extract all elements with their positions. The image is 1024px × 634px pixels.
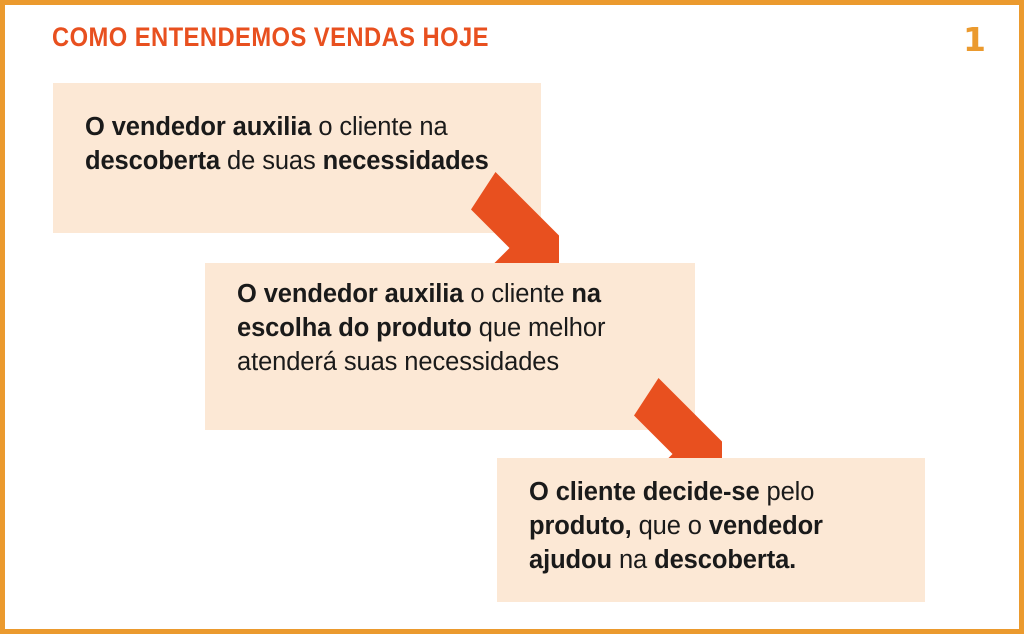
flow-step-3-text: O cliente decide-se pelo produto, que o … [529, 478, 823, 574]
flow-step-2-text: O vendedor auxilia o cliente na escolha … [237, 280, 606, 376]
flow-step-2: O vendedor auxilia o cliente na escolha … [205, 263, 695, 430]
flow-diagram: O vendedor auxilia o cliente na descober… [5, 5, 1019, 629]
arrow-down-right-icon [634, 378, 722, 470]
flow-step-1-text: O vendedor auxilia o cliente na descober… [85, 113, 489, 175]
page-title: COMO ENTENDEMOS VENDAS HOJE [52, 22, 489, 52]
page-number: 1 [963, 20, 986, 59]
flow-step-3: O cliente decide-se pelo produto, que o … [497, 458, 925, 602]
flow-step-1: O vendedor auxilia o cliente na descober… [53, 83, 541, 233]
arrow-down-right-icon [471, 172, 559, 264]
